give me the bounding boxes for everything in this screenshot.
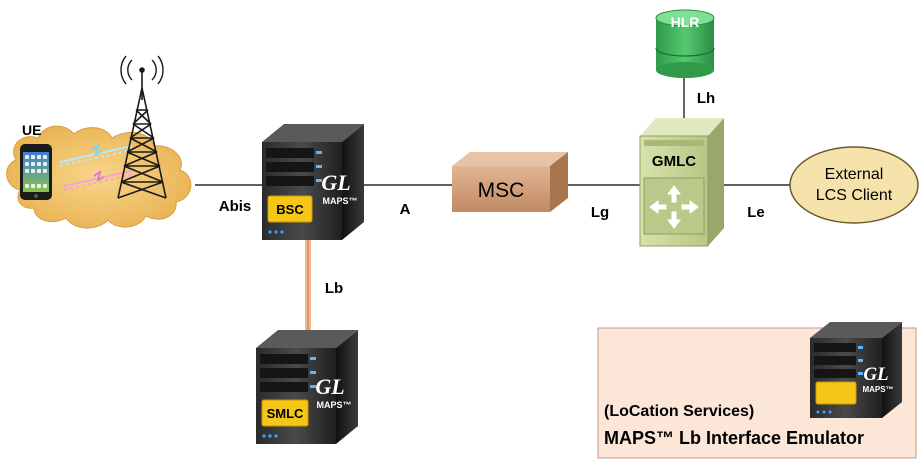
smlc-server-icon <box>256 330 358 444</box>
gmlc-server-icon <box>639 118 724 247</box>
links <box>195 78 790 336</box>
external-client-line1: External <box>825 166 884 183</box>
lh-interface-label: Lh <box>697 90 715 107</box>
bsc-label: BSC <box>276 202 304 217</box>
hlr-database-icon <box>655 9 715 78</box>
legend-server-icon <box>810 322 902 418</box>
bsc-maps-logo: MAPS™ <box>322 196 357 206</box>
ue-phone-icon <box>20 144 52 200</box>
legend-line2: MAPS™ Lb Interface Emulator <box>604 428 864 448</box>
bsc-gl-logo: GL <box>321 170 350 195</box>
gmlc-label: GMLC <box>652 153 696 170</box>
legend-line1: (LoCation Services) <box>604 403 754 420</box>
smlc-label: SMLC <box>267 406 304 421</box>
msc-box-icon <box>452 152 568 212</box>
lb-interface-label: Lb <box>325 280 343 297</box>
hlr-label: HLR <box>671 14 700 30</box>
external-client-line2: LCS Client <box>816 187 893 204</box>
ue-label: UE <box>22 122 41 138</box>
le-interface-label: Le <box>747 204 765 221</box>
abis-interface-label: Abis <box>219 198 252 215</box>
a-interface-label: A <box>400 201 411 218</box>
external-lcs-client-node <box>789 146 919 224</box>
msc-label: MSC <box>478 179 525 202</box>
legend-maps-logo: MAPS™ <box>862 385 893 394</box>
legend-gl-logo: GL <box>863 364 888 385</box>
bsc-server-icon <box>262 124 364 240</box>
antenna-tower-icon <box>117 55 167 199</box>
lg-interface-label: Lg <box>591 204 609 221</box>
smlc-gl-logo: GL <box>315 374 344 399</box>
smlc-maps-logo: MAPS™ <box>316 400 351 410</box>
